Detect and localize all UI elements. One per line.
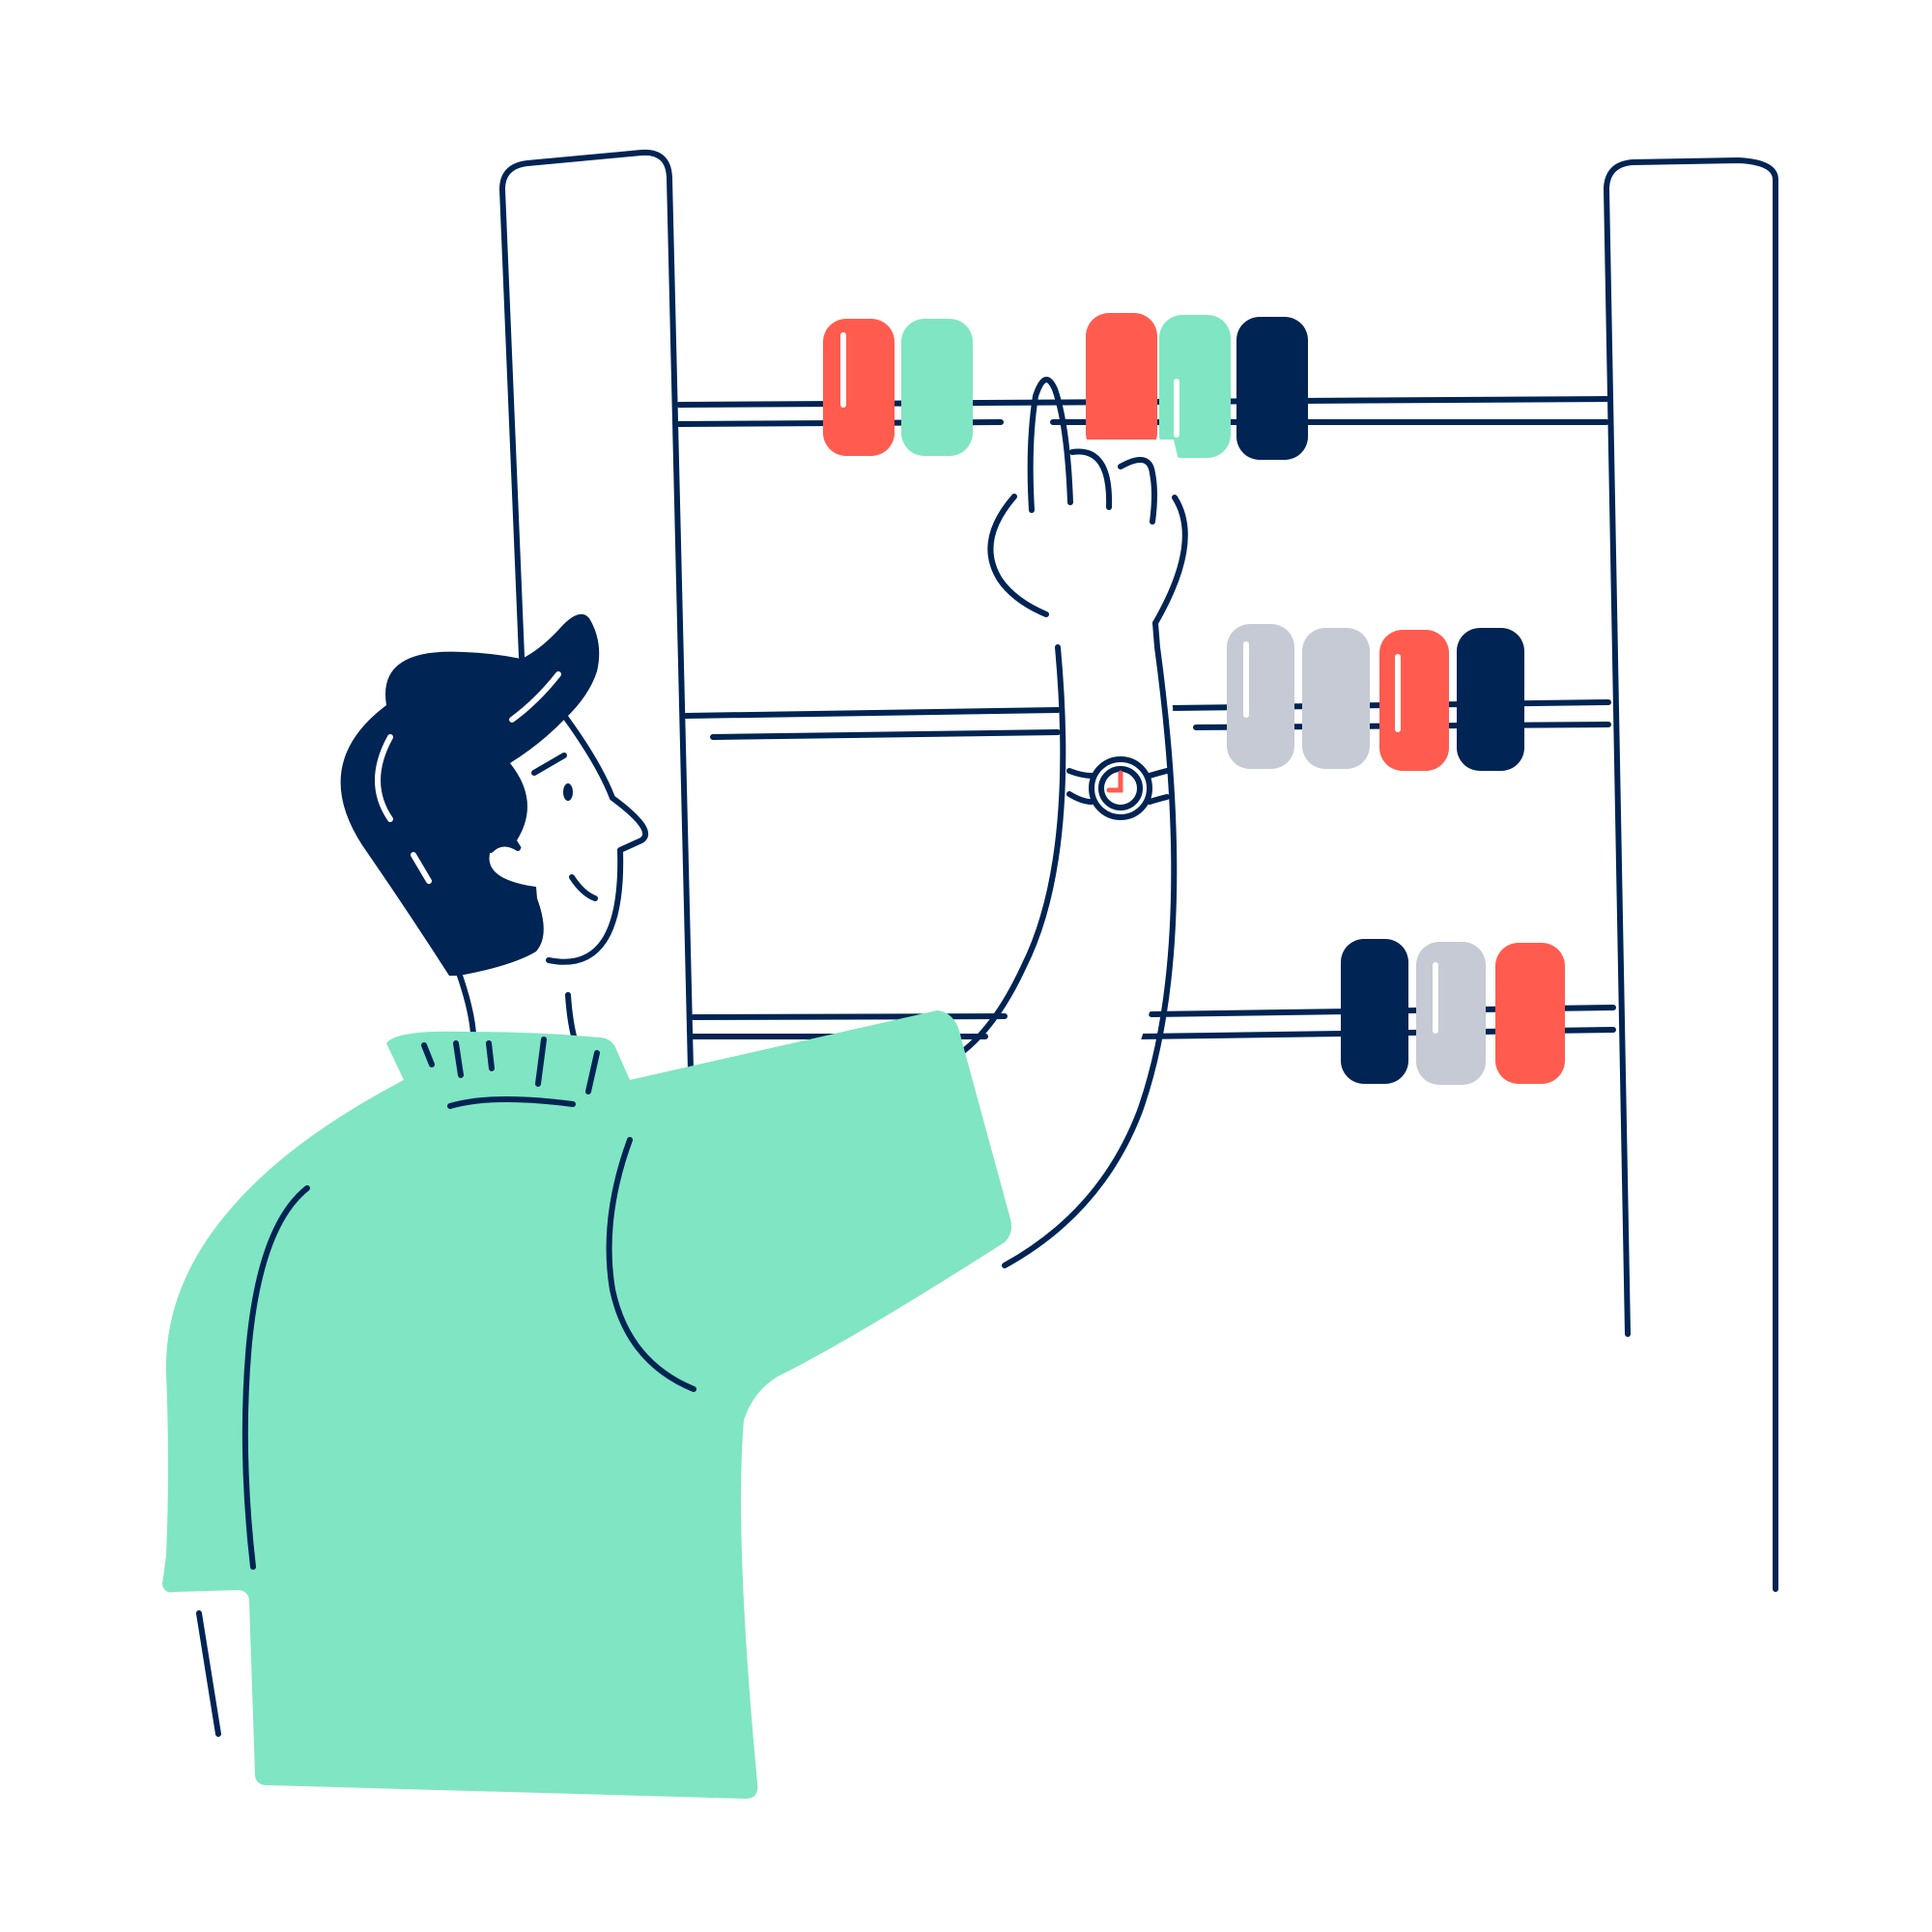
- middle-rod: [683, 699, 1611, 740]
- bead-gray: [1416, 942, 1486, 1085]
- sweater-body: [162, 1010, 1012, 1799]
- hand-outline-right: [1152, 495, 1188, 626]
- hair-highlight: [411, 852, 432, 884]
- hair-highlight: [375, 734, 393, 822]
- bead-navy: [1236, 317, 1308, 460]
- sweater-fold: [606, 1137, 696, 1392]
- bead-row-3: [1341, 939, 1565, 1085]
- ear: [488, 840, 521, 853]
- abacus-frame: [499, 149, 1778, 1592]
- arm-fill: [966, 440, 1190, 1217]
- abacus-right-post: [1604, 157, 1778, 1592]
- eye: [563, 783, 573, 801]
- bead-row-2: [1227, 624, 1524, 771]
- sweater: [162, 1010, 1012, 1799]
- arm-outline-left: [955, 644, 1066, 1058]
- bead-row-1: [823, 313, 1308, 460]
- bead-gray: [1302, 628, 1370, 769]
- bead-mint: [1159, 315, 1231, 458]
- bead-coral: [1379, 630, 1449, 771]
- sweater-fold: [242, 1185, 310, 1570]
- hair-highlight: [509, 671, 561, 723]
- arm-outline-right: [1002, 620, 1178, 1268]
- eyebrow: [531, 753, 567, 776]
- bead-navy: [1457, 628, 1524, 771]
- wristwatch-icon: [1066, 756, 1170, 820]
- abacus-left-post: [499, 149, 694, 1073]
- index-finger: [1027, 377, 1073, 513]
- bead-gray: [1227, 624, 1294, 769]
- collar-stitches: [421, 1037, 600, 1094]
- motion-line: [196, 1610, 221, 1737]
- head: [340, 613, 649, 1046]
- bead-mint: [901, 319, 973, 456]
- raised-arm: [955, 377, 1190, 1268]
- face-outline: [546, 714, 649, 965]
- bead-navy: [1341, 939, 1408, 1084]
- bead-coral: [823, 319, 895, 456]
- ring-finger: [1118, 457, 1157, 525]
- mouth: [569, 874, 598, 901]
- collar-seam: [447, 1096, 576, 1109]
- middle-finger: [1069, 448, 1113, 510]
- hand-outline: [987, 494, 1049, 617]
- bead-coral: [1086, 313, 1157, 456]
- bead-coral: [1495, 943, 1565, 1084]
